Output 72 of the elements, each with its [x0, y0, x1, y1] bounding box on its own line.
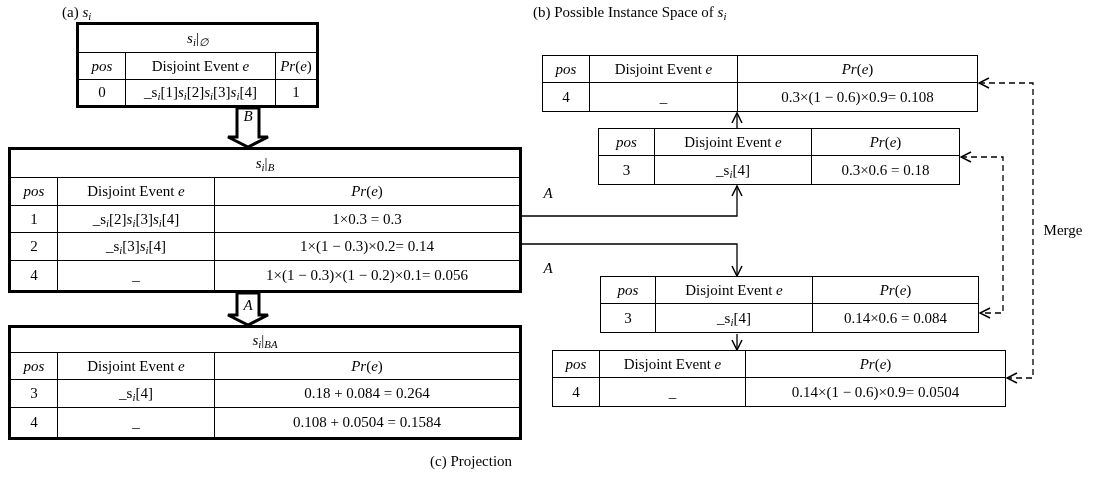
event-value: _s$_{i}$[3]s$_{i}$[4]	[58, 233, 215, 261]
column-header: pos	[79, 53, 126, 80]
dashed-arrow	[960, 151, 1004, 319]
event-value: _s$_{i}$[1]s$_{i}$[2]s$_{i}$[3]s$_{i}$[4]	[126, 80, 276, 105]
column-header: Disjoint Event e	[58, 178, 215, 206]
column-header: Pr(e)	[746, 351, 1005, 378]
probability-value: 0.14×0.6 = 0.084	[842, 308, 949, 328]
probability-value: 1	[291, 83, 301, 102]
position-value: 1	[11, 206, 58, 233]
probability-value: 0.3×(1 − 0.6)×0.9= 0.108	[780, 87, 935, 107]
column-header: Disjoint Event e	[656, 277, 813, 304]
arrow	[731, 333, 743, 351]
data-table	[542, 55, 978, 112]
probability-value: 1×(1 − 0.3)×0.2= 0.14	[215, 233, 519, 261]
column-header: Disjoint Event e	[600, 351, 746, 378]
position-value: 3	[599, 156, 655, 184]
column-header: Pr(e)	[215, 178, 519, 206]
panel-label: (b) Possible Instance Space of s$_{i}$	[533, 4, 727, 21]
position-value: 3	[11, 380, 58, 408]
edge-label: A	[242, 296, 254, 314]
data-table	[8, 147, 522, 293]
position-value: 4	[553, 378, 600, 406]
event-value: _s$_{i}$[4]	[655, 156, 812, 184]
column-header: pos	[599, 129, 655, 156]
panel-label: (a) s$_{i}$	[62, 4, 92, 21]
position-value: 0	[79, 80, 126, 105]
column-header: pos	[11, 178, 58, 206]
dashed-arrow	[978, 77, 1034, 384]
probability-value: 1×(1 − 0.3)×(1 − 0.2)×0.1= 0.056	[265, 266, 469, 285]
column-header: Pr(e)	[215, 353, 519, 380]
arrow	[521, 243, 743, 277]
edge-label: B	[242, 107, 254, 125]
table-title: s$_{i}$|$_{B}$	[11, 150, 519, 178]
caption: (c) Projection	[430, 453, 513, 470]
column-header: Pr(e)	[276, 53, 316, 80]
data-table	[598, 128, 960, 185]
column-header: pos	[601, 277, 656, 304]
event-value: _s$_{i}$[4]	[58, 380, 215, 408]
position-value: 4	[543, 83, 590, 111]
position-value: 2	[11, 233, 58, 261]
column-header: Disjoint Event e	[590, 56, 738, 83]
column-header: Pr(e)	[813, 277, 978, 304]
position-value: 3	[601, 304, 656, 332]
probability-value: 0.3×0.6 = 0.18	[840, 160, 931, 180]
probability-value: 0.108 + 0.0504 = 0.1584	[291, 413, 443, 432]
column-header: pos	[543, 56, 590, 83]
position-value: 4	[11, 408, 58, 437]
event-value: _s$_{i}$[4]	[656, 304, 813, 332]
arrow	[731, 112, 743, 129]
column-header: Disjoint Event e	[58, 353, 215, 380]
probability-value: 0.14×(1 − 0.6)×0.9= 0.0504	[790, 382, 961, 402]
event-value: _	[58, 261, 215, 290]
data-table	[552, 350, 1006, 407]
probability-value: 1×0.3 = 0.3	[215, 206, 519, 233]
data-table	[8, 325, 522, 440]
table-title: s$_{i}$|$_{∅}$	[79, 25, 316, 53]
arrow	[521, 185, 743, 217]
data-table	[76, 22, 319, 108]
column-header: pos	[11, 353, 58, 380]
event-value: _	[600, 378, 746, 406]
column-header: pos	[553, 351, 600, 378]
position-value: 4	[11, 261, 58, 290]
column-header: Pr(e)	[812, 129, 959, 156]
data-table	[600, 276, 979, 333]
table-title: s$_{i}$|$_{BA}$	[11, 328, 519, 353]
event-value: _	[590, 83, 738, 111]
event-value: _	[58, 408, 215, 437]
probability-value: 0.18 + 0.084 = 0.264	[215, 380, 519, 408]
column-header: Disjoint Event e	[126, 53, 276, 80]
event-value: _s$_{i}$[2]s$_{i}$[3]s$_{i}$[4]	[58, 206, 215, 233]
column-header: Pr(e)	[738, 56, 977, 83]
column-header: Disjoint Event e	[655, 129, 812, 156]
